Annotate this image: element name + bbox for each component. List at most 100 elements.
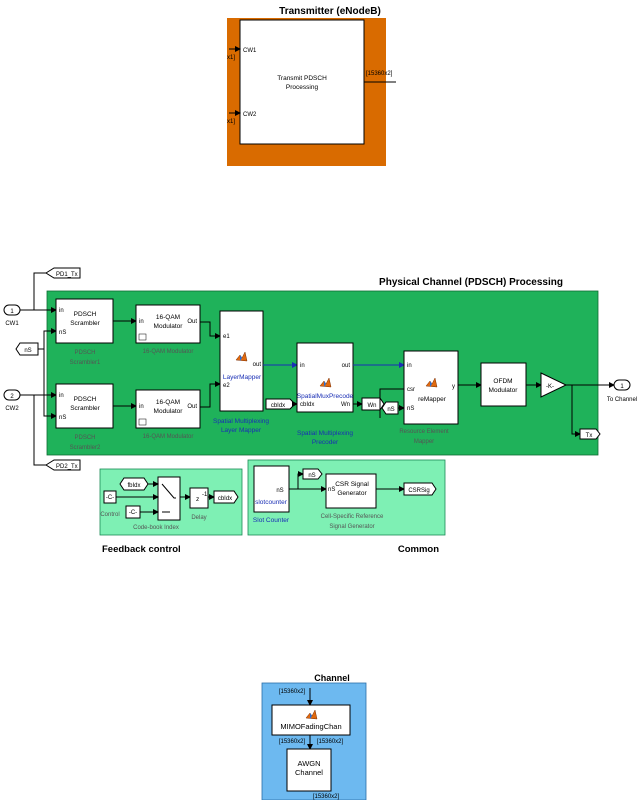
mod1-label-1: 16-QAM xyxy=(156,314,180,321)
goto-tx-label: Tx xyxy=(586,433,593,439)
re-mapper-port-in: in xyxy=(407,363,412,369)
svg-text:z: z xyxy=(196,496,199,503)
scrambler1-port-in: in xyxy=(59,308,64,314)
transmit-port-cw1: CW1 xyxy=(243,48,257,54)
transmit-in1-dim: x1] xyxy=(227,55,235,61)
qam-modulator-1[interactable] xyxy=(135,304,201,344)
scrambler1-label-1: PDSCH xyxy=(74,311,97,318)
transmitter-subsystem[interactable]: Transmitter (eNodeB) Transmit PDSCH Proc… xyxy=(227,6,396,166)
pdsch-scrambler-1[interactable] xyxy=(55,298,114,344)
scrambler1-name-1: PDSCH xyxy=(74,350,95,356)
goto-ns-label: nS xyxy=(308,473,315,479)
awgn-channel-block[interactable] xyxy=(286,748,332,792)
mod1-port-in: in xyxy=(139,319,144,325)
re-mapper-name-2: Mapper xyxy=(414,439,434,445)
channel-dim-3: [15360x2] xyxy=(317,739,344,745)
scrambler2-label-1: PDSCH xyxy=(74,396,97,403)
mod1-port-out: Out xyxy=(187,319,197,325)
precoder-name-2: Precoder xyxy=(312,439,339,446)
layer-mapper-port-out: out xyxy=(253,362,262,368)
outport-number: 1 xyxy=(620,384,624,390)
mod2-label-1: 16-QAM xyxy=(156,399,180,406)
mod2-port-in: in xyxy=(139,404,144,410)
goto-csrsig[interactable] xyxy=(403,482,437,496)
goto-pd1-tx[interactable] xyxy=(45,267,81,279)
csr-generator-block[interactable] xyxy=(325,473,377,509)
mod1-name: 16-QAM Modulator xyxy=(143,349,194,355)
goto-tx[interactable] xyxy=(579,428,601,440)
channel-subsystem[interactable]: Channel [15360x2] MIMOFadingChan [15360x… xyxy=(261,673,367,800)
layer-mapper-name-2: Layer Mapper xyxy=(221,427,262,434)
goto-csrsig-label: CSRSig xyxy=(408,488,429,494)
pdsch-processing-subsystem[interactable]: Physical Channel (PDSCH) Processing 1 CW… xyxy=(3,267,637,471)
transmitter-title: Transmitter (eNodeB) xyxy=(279,6,381,17)
goto-ns[interactable] xyxy=(302,468,323,480)
awgn-label-2: Channel xyxy=(295,768,323,777)
layer-mapper-block[interactable] xyxy=(219,310,264,412)
channel-title: Channel xyxy=(314,673,350,683)
precoder-port-cbidx: cbIdx xyxy=(300,402,314,408)
mimo-function: MIMOFadingChan xyxy=(280,722,341,731)
channel-dim-4: [15360x2] xyxy=(313,794,340,800)
feedback-title: Feedback control xyxy=(102,544,181,555)
qam-modulator-2[interactable] xyxy=(135,389,201,429)
csr-label-1: CSR Signal xyxy=(335,481,369,488)
slot-counter-function: slotcounter xyxy=(255,499,288,506)
from-ns[interactable] xyxy=(15,342,39,356)
constant-control-value: -C- xyxy=(106,495,114,501)
transmit-block-label-2: Processing xyxy=(286,84,319,91)
mimo-fading-channel-block[interactable] xyxy=(271,704,351,736)
precoder-port-in: in xyxy=(300,363,305,369)
scrambler2-name-2: Scrambler2 xyxy=(70,445,101,451)
mod1-param-icon xyxy=(138,333,147,341)
transmit-out-dim: [15360x2] xyxy=(366,71,393,77)
goto-cbidx-label: cbIdx xyxy=(218,496,232,502)
mod2-name: 16-QAM Modulator xyxy=(143,434,194,440)
layer-mapper-name-1: Spatial Multiplexing xyxy=(213,418,269,425)
csr-name-1: Cell-Specific Reference xyxy=(321,514,384,520)
layer-mapper-port-e2: e2 xyxy=(223,383,230,389)
goto-pd2-tx[interactable] xyxy=(45,459,81,471)
from-ns-label: nS xyxy=(24,348,31,354)
goto-wn[interactable] xyxy=(361,397,385,411)
precoder-port-out: out xyxy=(342,363,351,369)
outport-label: To Channel xyxy=(607,397,637,403)
slot-counter-name: Slot Counter xyxy=(253,517,290,524)
constant-control-name: Control xyxy=(100,512,119,518)
transmit-pdsch-block[interactable] xyxy=(239,19,365,145)
scrambler2-name-1: PDSCH xyxy=(74,435,95,441)
slot-counter-port: nS xyxy=(276,488,283,494)
from-ns-2[interactable] xyxy=(381,401,399,415)
common-subsystem[interactable]: nS slotcounter Slot Counter nS CSR Signa… xyxy=(247,459,446,555)
pdsch-title: Physical Channel (PDSCH) Processing xyxy=(379,277,563,288)
switch-icon[interactable] xyxy=(157,476,181,521)
re-mapper-port-csr: csr xyxy=(407,387,415,393)
delay-icon[interactable] xyxy=(189,487,209,509)
re-mapper-port-ns: nS xyxy=(407,406,414,412)
from-cbidx-label: cbIdx xyxy=(271,403,285,409)
precoder-block[interactable] xyxy=(296,342,354,413)
from-fbidx-label: fbIdx xyxy=(127,483,140,489)
mod2-port-out: Out xyxy=(187,404,197,410)
channel-dim-1: [15360x2] xyxy=(279,689,306,695)
outport-to-channel[interactable] xyxy=(613,379,631,391)
scrambler1-port-ns: nS xyxy=(59,330,66,336)
feedback-control-subsystem[interactable]: fbIdx -C- Control -C- Code-book Index z … xyxy=(99,468,243,555)
from-fbidx[interactable] xyxy=(119,477,149,491)
slot-counter-block[interactable] xyxy=(253,465,290,513)
svg-text:-1: -1 xyxy=(202,492,208,498)
csr-label-2: Generator xyxy=(337,490,367,497)
goto-pd1-label: PD1_Tx xyxy=(56,272,78,278)
goto-cbidx[interactable] xyxy=(213,490,239,504)
scrambler2-label-2: Scrambler xyxy=(70,405,100,412)
from-ns-2-label: nS xyxy=(387,407,394,413)
channel-dim-2: [15360x2] xyxy=(279,739,306,745)
delay-name: Delay xyxy=(191,515,206,521)
csr-port-ns: nS xyxy=(328,487,335,493)
inport-cw1-label: CW1 xyxy=(5,321,19,327)
gain-triangle-icon[interactable] xyxy=(540,372,568,398)
constant-2-value: -C- xyxy=(129,510,137,516)
layer-mapper-function: LayerMapper xyxy=(223,374,262,381)
common-title: Common xyxy=(398,544,439,555)
re-mapper-block[interactable] xyxy=(403,350,459,425)
